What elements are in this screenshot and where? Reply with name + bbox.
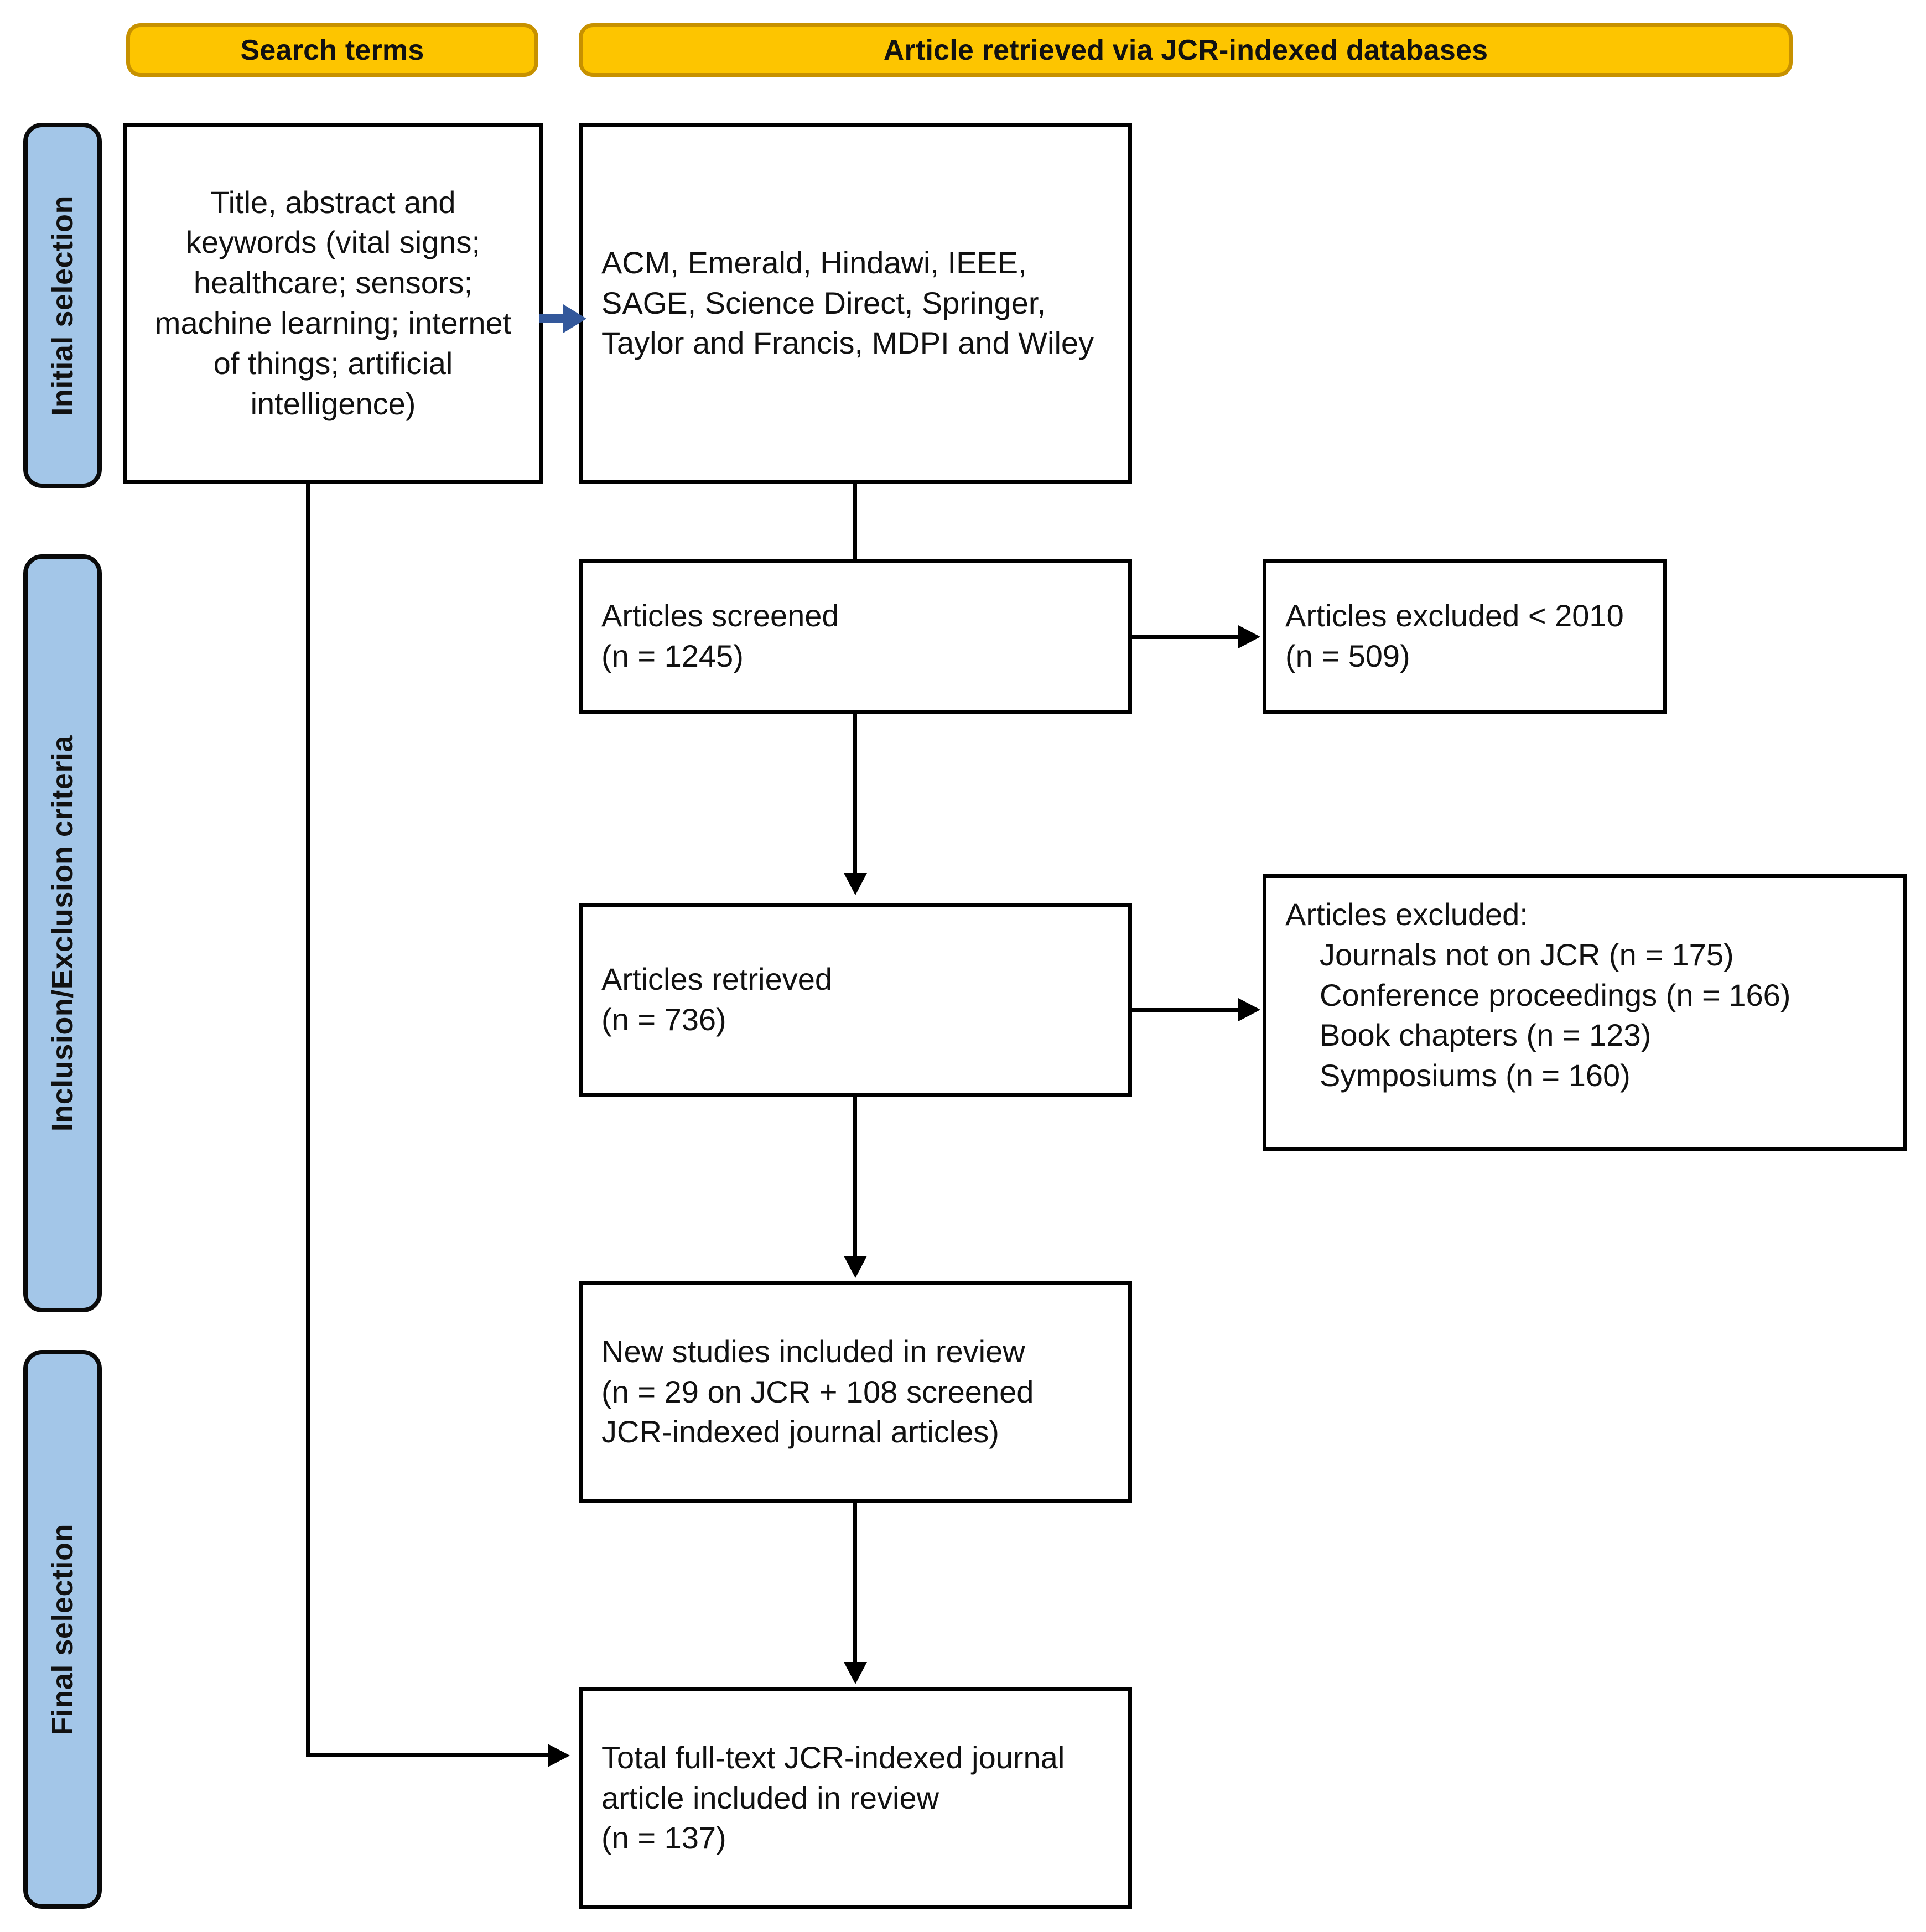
connector-search-to-total-horizontal [306, 1753, 549, 1757]
box-articles-excluded-detail-list: Journals not on JCR (n = 175) Conference… [1285, 935, 1884, 1096]
connector-search-to-total-vertical [306, 484, 310, 1757]
box-new-studies-included-text: New studies included in review (n = 29 o… [601, 1333, 1034, 1450]
connector-search-to-total-arrowhead [548, 1744, 570, 1767]
box-new-studies-included: New studies included in review (n = 29 o… [579, 1281, 1132, 1503]
connector-retrieved-to-new-studies-line [853, 1097, 857, 1257]
connector-retrieved-to-excluded-detail-arrowhead [1238, 998, 1260, 1021]
connector-screened-to-retrieved-arrowhead [844, 873, 867, 895]
box-total-included-text: Total full-text JCR-indexed journal arti… [601, 1739, 1065, 1856]
box-search-terms-text: Title, abstract and keywords (vital sign… [154, 184, 512, 421]
box-articles-retrieved: Articles retrieved (n = 736) [579, 903, 1132, 1097]
box-articles-screened-text: Articles screened (n = 1245) [601, 598, 839, 673]
stage-inclusion-exclusion-criteria: Inclusion/Exclusion criteria [23, 554, 102, 1312]
header-databases: Article retrieved via JCR-indexed databa… [579, 23, 1793, 77]
box-articles-excluded-detail-title: Articles excluded: [1285, 897, 1528, 932]
connector-search-to-databases-arrowhead [563, 304, 586, 333]
stage-initial-selection: Initial selection [23, 123, 102, 488]
connector-databases-to-screened-line [853, 484, 857, 564]
stage-final-selection-label: Final selection [46, 1523, 79, 1736]
connector-retrieved-to-new-studies-arrowhead [844, 1256, 867, 1278]
connector-screened-to-excluded-year-arrowhead [1238, 625, 1260, 648]
box-total-included: Total full-text JCR-indexed journal arti… [579, 1687, 1132, 1909]
connector-new-studies-to-total-arrowhead [844, 1662, 867, 1684]
stage-final-selection: Final selection [23, 1350, 102, 1909]
connector-retrieved-to-excluded-detail-line [1132, 1008, 1240, 1012]
box-articles-retrieved-text: Articles retrieved (n = 736) [601, 962, 833, 1037]
connector-new-studies-to-total-line [853, 1503, 857, 1663]
box-articles-excluded-detail: Articles excluded: Journals not on JCR (… [1263, 874, 1907, 1151]
connector-screened-to-retrieved-line [853, 714, 857, 874]
box-search-terms: Title, abstract and keywords (vital sign… [123, 123, 543, 484]
header-search-terms-label: Search terms [240, 34, 424, 66]
box-databases: ACM, Emerald, Hindawi, IEEE, SAGE, Scien… [579, 123, 1132, 484]
list-item: Conference proceedings (n = 166) [1320, 977, 1791, 1012]
box-databases-text: ACM, Emerald, Hindawi, IEEE, SAGE, Scien… [601, 245, 1094, 361]
list-item: Journals not on JCR (n = 175) [1320, 937, 1734, 972]
header-databases-label: Article retrieved via JCR-indexed databa… [883, 34, 1488, 66]
list-item: Book chapters (n = 123) [1320, 1017, 1652, 1053]
box-articles-screened: Articles screened (n = 1245) [579, 559, 1132, 714]
stage-initial-selection-label: Initial selection [46, 195, 79, 416]
stage-inclusion-exclusion-criteria-label: Inclusion/Exclusion criteria [46, 735, 79, 1132]
box-articles-excluded-year-text: Articles excluded < 2010 (n = 509) [1285, 598, 1624, 673]
list-item: Symposiums (n = 160) [1320, 1058, 1631, 1093]
connector-screened-to-excluded-year-line [1132, 635, 1240, 639]
box-articles-excluded-year: Articles excluded < 2010 (n = 509) [1263, 559, 1667, 714]
header-search-terms: Search terms [126, 23, 538, 77]
